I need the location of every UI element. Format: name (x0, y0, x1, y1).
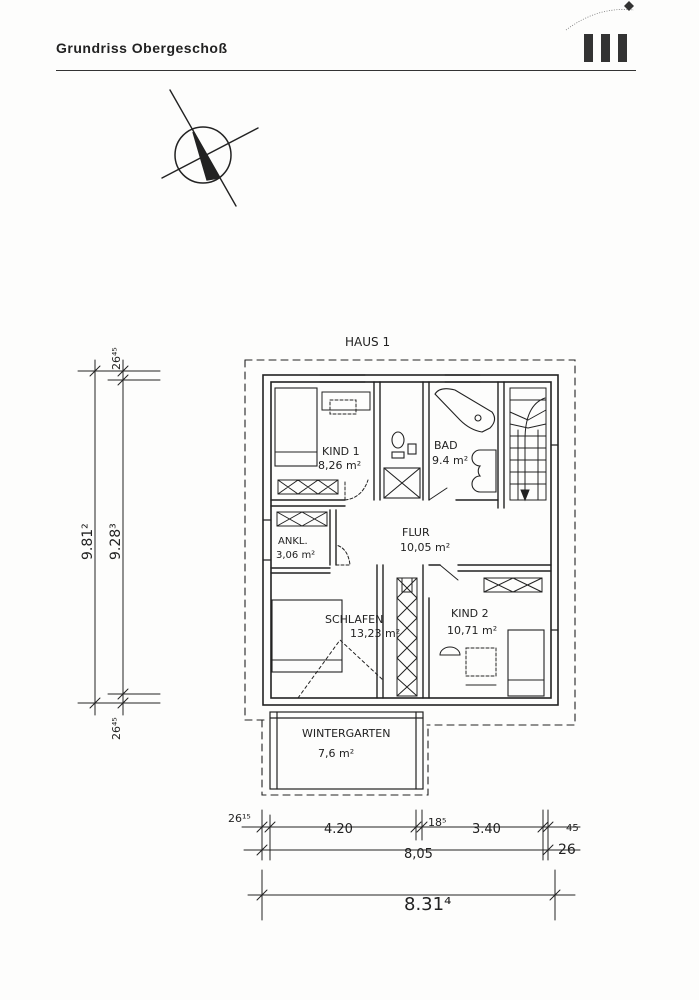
beds (271, 387, 545, 697)
house-label: HAUS 1 (345, 335, 390, 349)
room-flur-name: FLUR (402, 526, 430, 539)
wintergarten (269, 711, 424, 790)
windows (262, 374, 559, 631)
left-dimension-chain (77, 359, 161, 716)
room-bad-area: 9.4 m² (432, 454, 468, 467)
dim-bottom-right-top: 45 (566, 823, 579, 834)
room-bad-name: BAD (434, 439, 458, 452)
company-logo-icon (565, 1, 635, 62)
room-ankl-area: 3,06 m² (276, 550, 315, 561)
room-kind2-name: KIND 2 (451, 607, 489, 620)
dim-bottom-outer-total: 8.31⁴ (404, 894, 451, 915)
interior-walls (270, 381, 552, 699)
dim-bottom-right-bottom: 26 (558, 842, 576, 858)
dim-bottom-seg3: 3.40 (472, 822, 501, 837)
north-arrow-icon (161, 89, 259, 207)
dim-left-bottom: 26⁴⁵ (110, 717, 123, 740)
room-kind2-area: 10,71 m² (447, 624, 497, 637)
page-title: Grundriss Obergeschoß (56, 40, 228, 56)
room-wintergarten-area: 7,6 m² (318, 747, 354, 760)
room-schlafen-name: SCHLAFEN (325, 613, 383, 626)
bottom-dimension-chain (241, 809, 581, 921)
dim-bottom-left-margin: 26¹⁵ (228, 812, 251, 825)
plot-boundary (244, 359, 576, 796)
room-ankl-name: ANKL. (278, 536, 308, 547)
page-header: Grundriss Obergeschoß (56, 40, 636, 71)
room-kind1-area: 8,26 m² (318, 459, 361, 472)
room-kind1-name: KIND 1 (322, 445, 360, 458)
dim-left-total: 9.81² (80, 523, 96, 560)
dim-bottom-seg2: 18⁵ (428, 816, 446, 829)
exterior-walls (262, 374, 559, 706)
dim-bottom-inner-total: 8,05 (404, 847, 433, 862)
desks (321, 391, 497, 686)
dim-left-inner: 9.28³ (108, 523, 124, 560)
room-wintergarten-name: WINTERGARTEN (302, 727, 390, 740)
doors (297, 479, 459, 699)
room-flur-area: 10,05 m² (400, 541, 450, 554)
dim-left-top: 26⁴⁵ (110, 347, 123, 370)
staircase (509, 387, 547, 502)
wardrobes (276, 479, 543, 697)
bathroom-fixtures (383, 388, 497, 499)
dim-bottom-seg1: 4.20 (324, 822, 353, 837)
room-schlafen-area: 13,23 m² (350, 627, 400, 640)
